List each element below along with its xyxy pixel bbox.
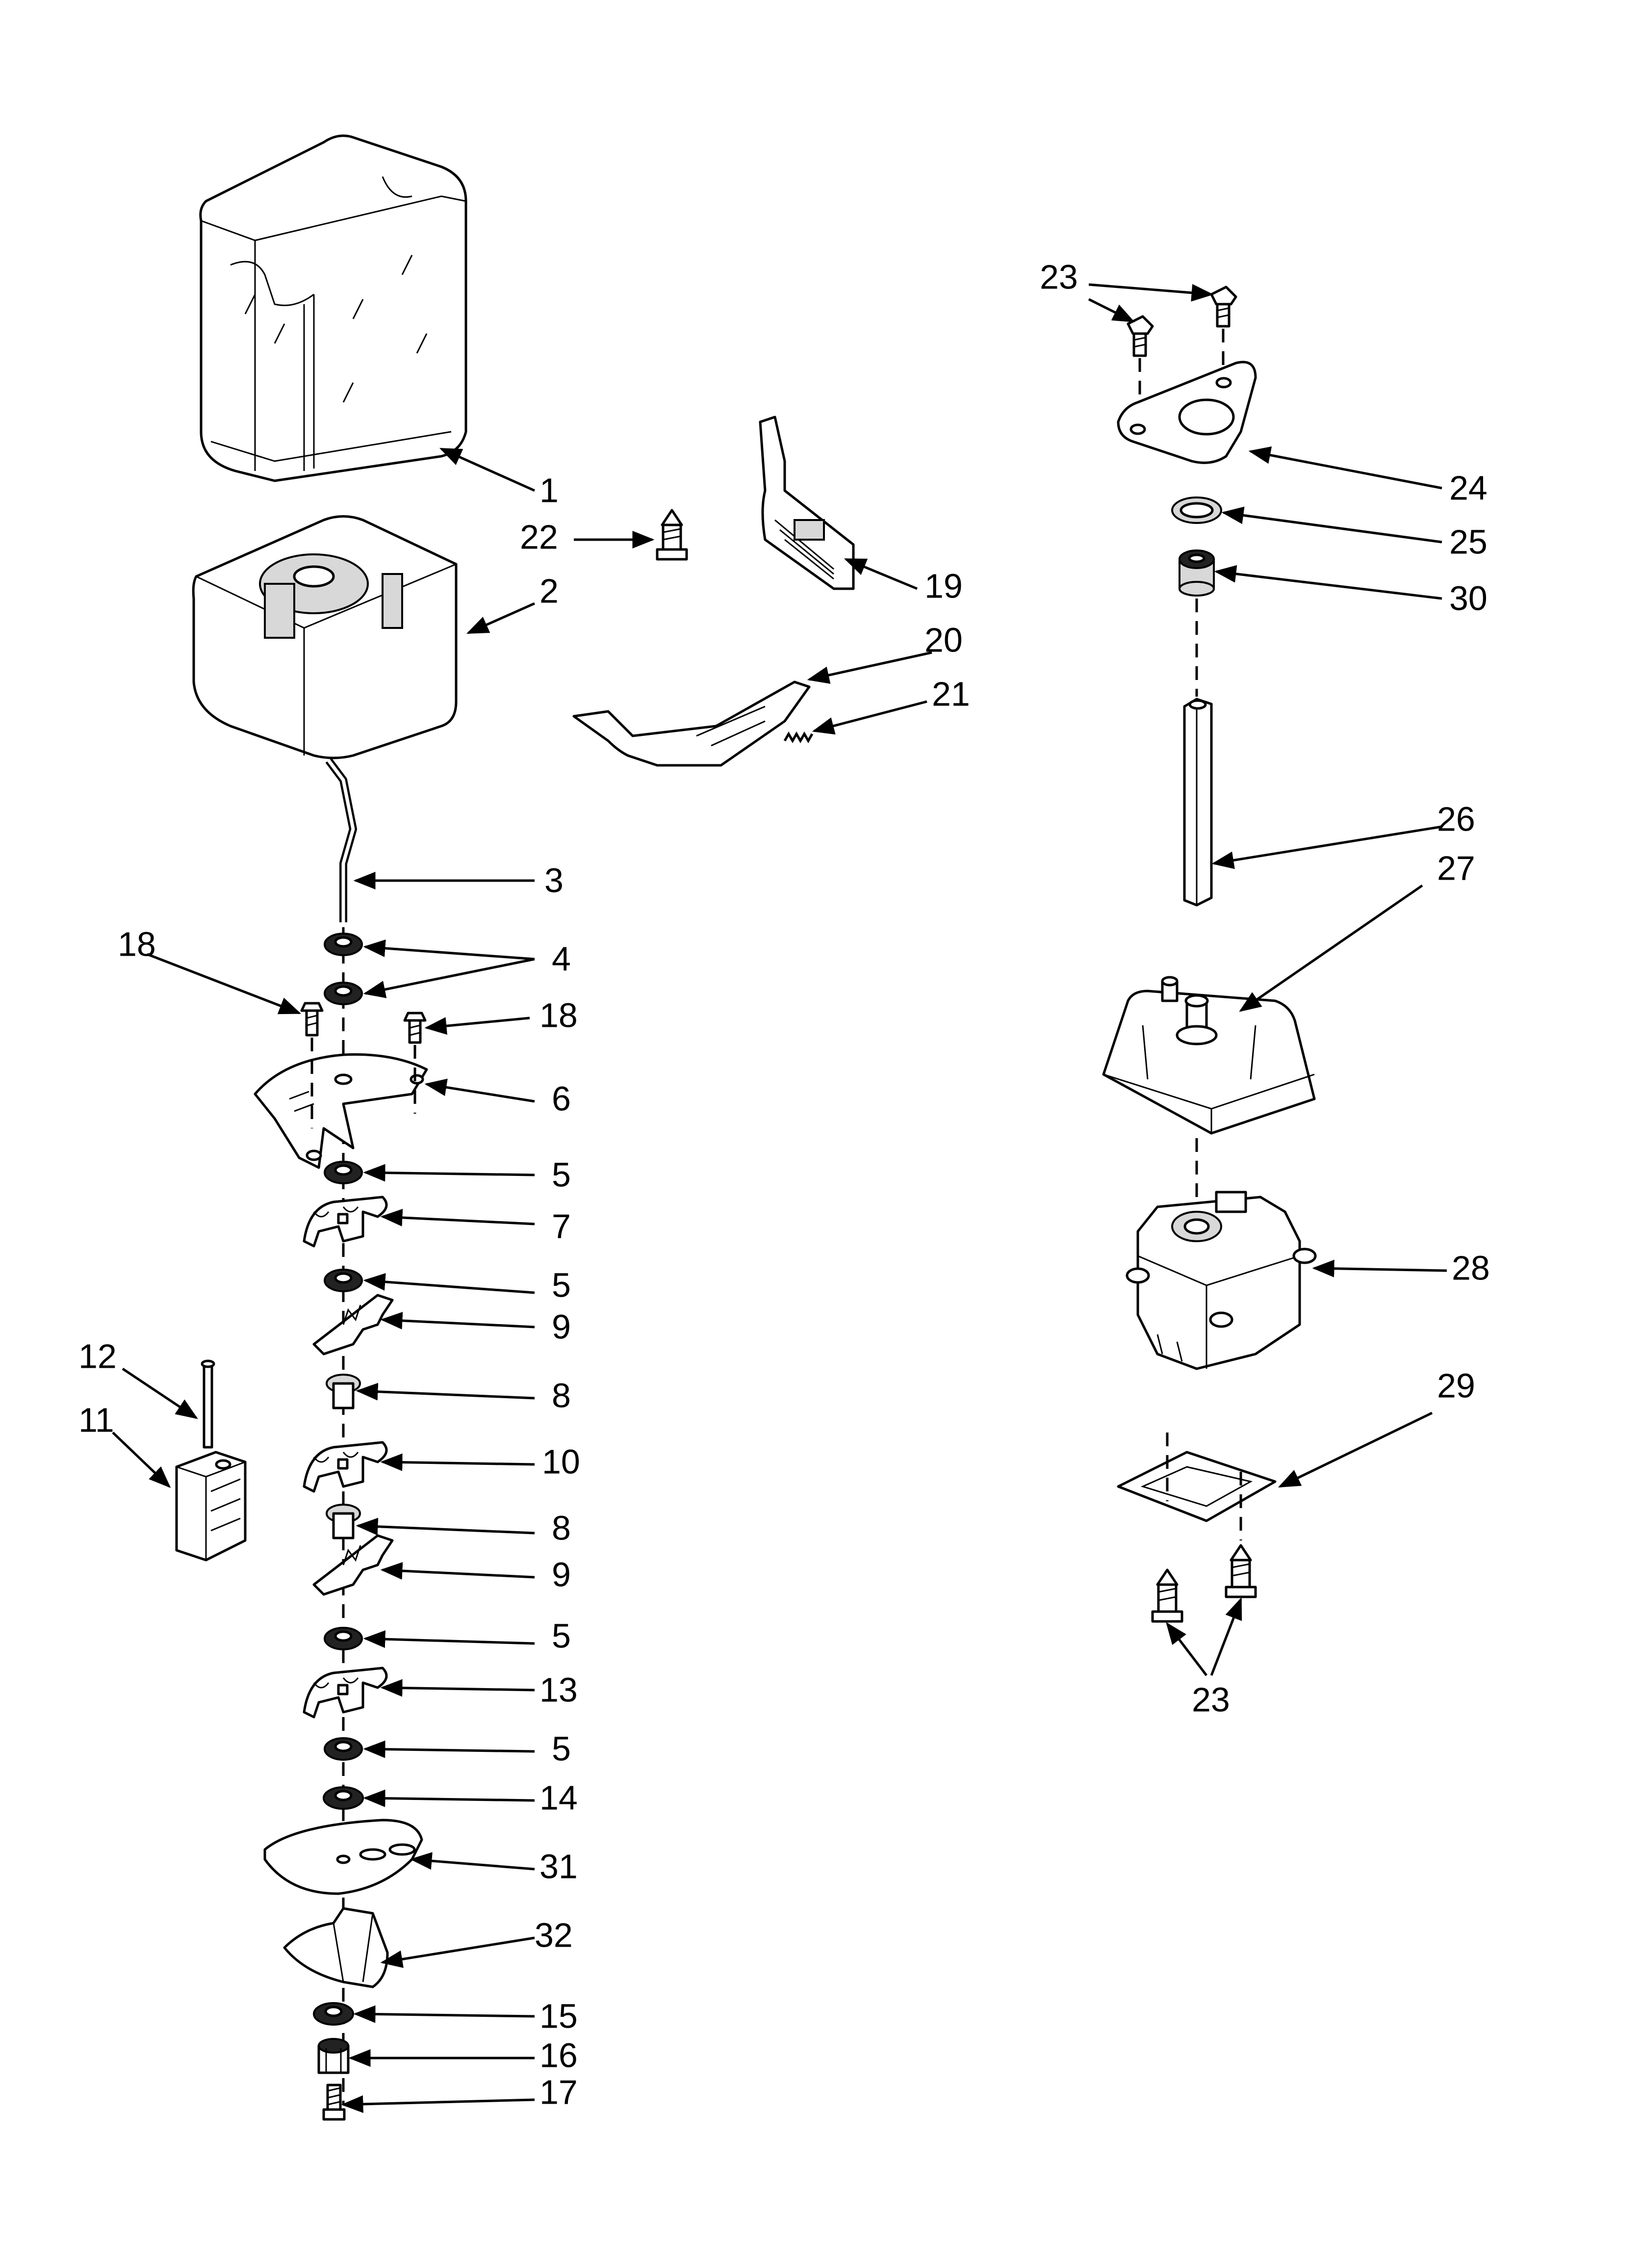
callout-20: 20 — [924, 621, 963, 659]
callout-5a: 5 — [552, 1155, 571, 1194]
part-21-spring — [783, 731, 814, 744]
part-32-auger — [283, 1907, 389, 1988]
part-29-gasket — [1117, 1433, 1277, 1540]
part-11-block — [175, 1451, 247, 1562]
callout-19: 19 — [924, 567, 963, 605]
part-23-bottom-screws — [1151, 1544, 1257, 1623]
callout-8b: 8 — [552, 1509, 571, 1547]
callout-29: 29 — [1437, 1366, 1475, 1405]
part-31-plate — [263, 1819, 423, 1895]
callout-18b: 18 — [539, 996, 578, 1034]
callout-26: 26 — [1437, 800, 1475, 838]
callout-21: 21 — [932, 675, 970, 713]
part-8-bushings — [326, 1374, 361, 1539]
part-30-bearing — [1179, 549, 1215, 597]
callout-30: 30 — [1449, 579, 1488, 617]
part-2-ice-bin — [192, 515, 458, 759]
part-28-motor — [1126, 1191, 1317, 1370]
part-18-screws — [300, 1002, 427, 1128]
callout-18a: 18 — [118, 925, 156, 963]
part-19-bracket — [759, 416, 855, 590]
part-13-blade — [303, 1667, 388, 1719]
callout-5b: 5 — [552, 1266, 571, 1304]
callout-10: 10 — [542, 1442, 580, 1481]
part-20-arm — [572, 680, 811, 767]
part-5-spacers — [324, 1161, 363, 1761]
callout-23a: 23 — [1040, 258, 1078, 296]
callout-31: 31 — [539, 1847, 578, 1885]
part-15-washer — [313, 2002, 354, 2026]
callout-8a: 8 — [552, 1376, 571, 1414]
callout-25: 25 — [1449, 522, 1488, 561]
callout-3: 3 — [544, 861, 564, 899]
callout-15: 15 — [539, 1997, 578, 2035]
callout-6: 6 — [552, 1079, 571, 1118]
callout-28: 28 — [1452, 1249, 1490, 1287]
part-17-screw — [322, 2084, 346, 2121]
part-24-mounting-plate — [1117, 361, 1257, 464]
callout-1: 1 — [539, 471, 559, 509]
callout-22: 22 — [520, 518, 558, 556]
callout-2: 2 — [539, 572, 559, 610]
callout-5c: 5 — [552, 1616, 571, 1655]
callout-17: 17 — [539, 2073, 578, 2111]
part-3-rod — [325, 758, 357, 922]
callout-14: 14 — [539, 1778, 578, 1817]
part-12-pin — [201, 1359, 215, 1449]
part-26-hex-shaft — [1183, 698, 1213, 907]
part-7-blade — [303, 1196, 388, 1248]
part-14-washer — [323, 1786, 364, 1810]
callout-16: 16 — [539, 2036, 578, 2074]
part-10-blade — [303, 1441, 388, 1493]
callout-7: 7 — [552, 1207, 571, 1245]
callout-4: 4 — [552, 939, 571, 978]
callout-27: 27 — [1437, 849, 1475, 887]
callout-9b: 9 — [552, 1555, 571, 1593]
callout-13: 13 — [539, 1670, 578, 1709]
callout-12: 12 — [78, 1337, 117, 1375]
leader-lines — [112, 283, 1447, 2113]
callout-23b: 23 — [1192, 1680, 1230, 1719]
callout-9a: 9 — [552, 1307, 571, 1346]
callout-32: 32 — [535, 1916, 573, 1954]
part-23-top-screws — [1127, 286, 1237, 407]
part-9-stationary-blade — [312, 1294, 394, 1596]
part-27-motor-cover — [1102, 976, 1316, 1135]
part-22-screw — [656, 509, 688, 561]
part-1-ice-container — [199, 134, 467, 482]
part-6-bracket — [254, 1053, 428, 1169]
callout-5d: 5 — [552, 1729, 571, 1768]
callout-labels: 1 2 3 4 5 5 5 5 6 7 8 8 9 9 10 11 12 13 … — [78, 258, 1490, 2111]
callout-11: 11 — [78, 1401, 114, 1439]
part-4-washers — [324, 933, 363, 1005]
part-25-washer — [1171, 496, 1222, 524]
part-16-nut — [317, 2038, 350, 2074]
callout-24: 24 — [1449, 469, 1488, 507]
